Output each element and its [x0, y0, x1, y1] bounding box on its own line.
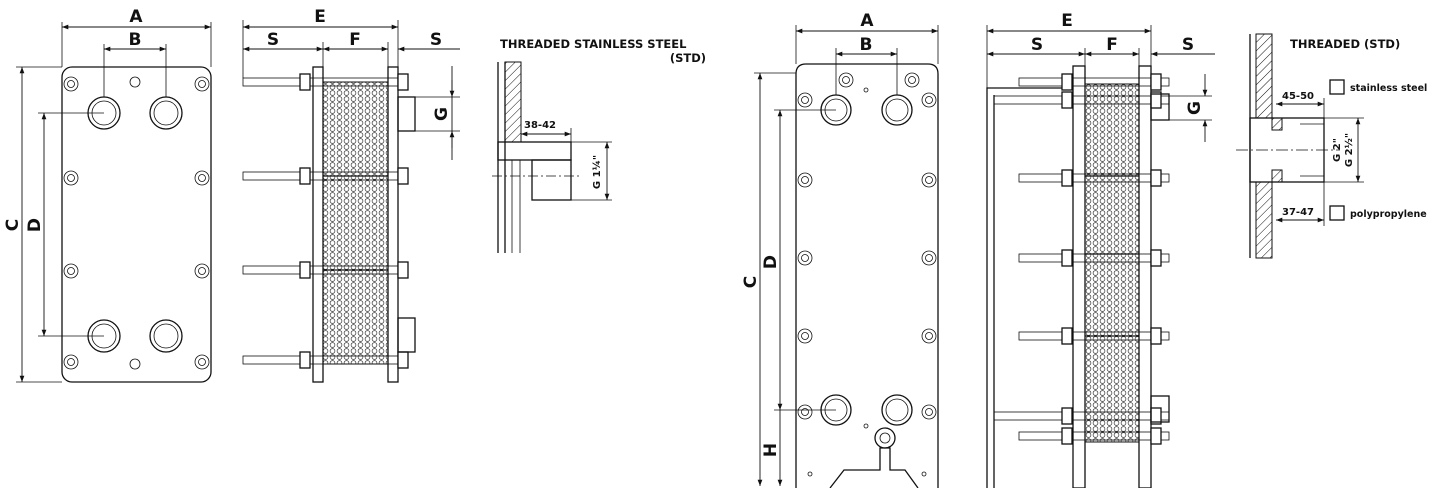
label-g: G [432, 107, 452, 121]
label-d: D [25, 218, 45, 232]
label-e-right: E [1061, 11, 1073, 31]
label-g-right: G [1185, 101, 1205, 115]
right-detail-thread-1: G 2" [1332, 138, 1343, 162]
left-thread-detail: THREADED STAINLESS STEEL (STD) 38-42 G 1… [492, 37, 706, 253]
label-b: B [129, 30, 142, 50]
right-front-view: A B C D H [741, 11, 939, 488]
stainless-steel-checkbox[interactable] [1329, 79, 1345, 95]
left-side-view: E S F S G [242, 7, 460, 383]
label-h: H [761, 443, 781, 457]
label-a-right: A [860, 11, 874, 31]
option-polypropylene: polypropylene [1350, 209, 1427, 220]
left-front-view: A B C D [3, 7, 212, 383]
left-detail-title-1: THREADED STAINLESS STEEL [500, 37, 687, 51]
left-detail-length: 38-42 [524, 120, 556, 131]
label-c-right: C [741, 276, 761, 288]
label-a: A [129, 7, 143, 27]
label-d-right: D [761, 255, 781, 269]
label-e: E [314, 7, 326, 27]
label-b-right: B [860, 35, 873, 55]
left-detail-title-2: (STD) [670, 51, 706, 65]
label-f: F [349, 30, 361, 50]
label-s-right: S [430, 30, 442, 50]
option-stainless-steel: stainless steel [1350, 83, 1427, 94]
label-c: C [3, 219, 23, 231]
polypropylene-checkbox[interactable] [1329, 205, 1345, 221]
right-side-view: E S F S G [986, 11, 1215, 488]
right-detail-thread-2: G 2½" [1344, 133, 1355, 167]
right-detail-title: THREADED (STD) [1290, 37, 1400, 51]
label-s-right-right: S [1182, 35, 1194, 55]
label-f-right: F [1106, 35, 1118, 55]
right-detail-dim-top: 45-50 [1282, 91, 1314, 102]
label-s-left: S [267, 30, 279, 50]
right-thread-detail: THREADED (STD) 45-50 37-47 G 2" G 2½" st… [1236, 33, 1427, 259]
left-detail-thread: G 1¼" [591, 155, 603, 189]
right-detail-dim-bottom: 37-47 [1282, 207, 1314, 218]
label-s-left-right: S [1031, 35, 1043, 55]
